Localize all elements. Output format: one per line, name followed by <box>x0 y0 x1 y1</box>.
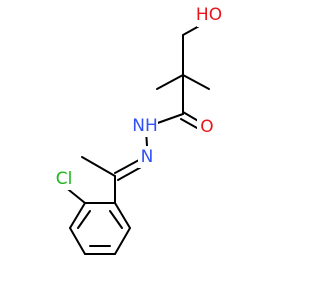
carbonyl-oxygen-label: O <box>200 117 213 137</box>
chlorine-label: Cl <box>56 169 73 189</box>
bond-imine-double-b <box>117 165 144 181</box>
amide-nitrogen-label: NH <box>132 116 158 136</box>
structure-canvas: HO O NH N Cl <box>52 3 223 255</box>
hydroxyl-label: HO <box>196 5 222 25</box>
bond-ring-3-4 <box>69 227 86 255</box>
bond-ring-inner-a <box>77 210 91 229</box>
bond-imine-double-a <box>114 159 140 174</box>
bond-imine-c-methyl <box>81 156 116 177</box>
bond-ring-2-3 <box>69 202 86 229</box>
bond-cq-methyl-left <box>156 74 184 90</box>
bond-ring-6-1 <box>114 202 131 229</box>
imine-nitrogen-label: N <box>141 147 154 167</box>
bond-ring-5-6 <box>114 227 131 255</box>
molecule-structure: HO O NH N Cl <box>52 3 223 255</box>
bond-carbonyl-double-b <box>180 118 198 129</box>
bond-ring-inner-c <box>109 210 123 229</box>
atom-labels: HO O NH N Cl <box>52 3 222 190</box>
bond-cq-methyl-right <box>182 74 210 90</box>
